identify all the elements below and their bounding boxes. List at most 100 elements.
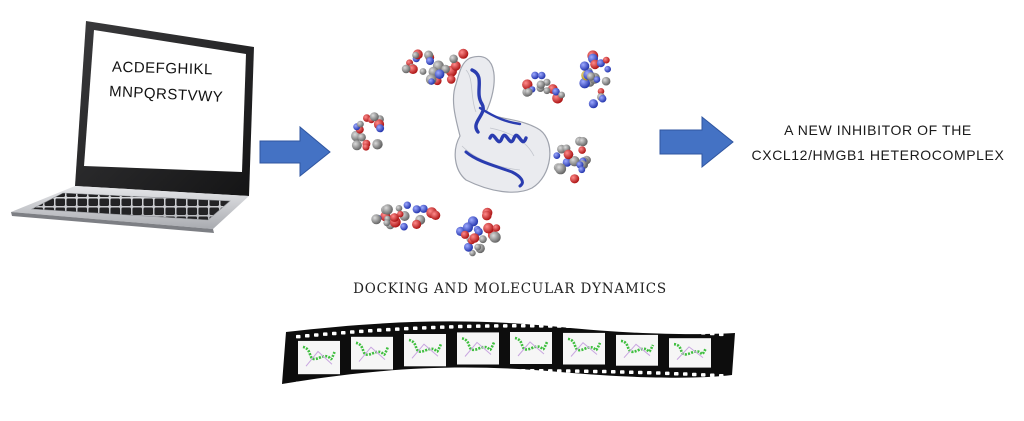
ligand-atom xyxy=(593,76,601,83)
ligand-atom xyxy=(419,68,427,75)
sprocket-hole xyxy=(683,329,688,334)
ligand-atom xyxy=(462,222,473,233)
ligand-atom xyxy=(419,204,428,213)
ligand-atom xyxy=(357,120,364,128)
sprocket-hole xyxy=(656,328,661,332)
sprocket-hole xyxy=(458,324,463,329)
ligand-atom xyxy=(482,210,492,221)
sprocket-hole xyxy=(602,369,607,374)
sprocket-hole xyxy=(629,370,634,374)
ligand-atom xyxy=(362,143,370,151)
sprocket-hole xyxy=(557,324,562,328)
sprocket-hole xyxy=(611,370,616,374)
sprocket-hole xyxy=(323,332,328,336)
ligand-atom xyxy=(428,78,435,85)
ligand-atom xyxy=(469,233,480,243)
ligand-atom xyxy=(479,235,487,244)
ligand-atom xyxy=(390,213,399,222)
sprocket-hole xyxy=(341,331,346,335)
sprocket-hole xyxy=(503,324,508,328)
md-frame xyxy=(351,336,393,370)
ligand-atom xyxy=(434,69,445,79)
docking-caption: DOCKING AND MOLECULAR DYNAMICS xyxy=(353,281,667,297)
sprocket-hole xyxy=(467,324,472,329)
sprocket-hole xyxy=(512,324,517,328)
sprocket-hole xyxy=(530,369,535,373)
ligand-atom xyxy=(376,124,385,133)
sprocket-hole xyxy=(485,369,490,373)
sprocket-hole xyxy=(557,369,562,373)
ligand-atom xyxy=(372,140,382,150)
ligand-atom xyxy=(464,242,473,252)
sprocket-hole xyxy=(485,324,490,328)
ligand-atom xyxy=(570,174,580,184)
ligand-atom xyxy=(408,64,418,74)
sprocket-hole xyxy=(593,325,598,329)
sprocket-hole xyxy=(440,325,445,329)
sprocket-hole xyxy=(359,329,364,334)
ligand-atom xyxy=(397,210,404,218)
md-frame xyxy=(510,332,552,364)
sprocket-hole xyxy=(701,331,706,335)
sprocket-hole xyxy=(422,326,427,330)
sprocket-hole xyxy=(566,324,571,328)
ligand-atom xyxy=(474,243,482,251)
sprocket-hole xyxy=(386,373,391,377)
ligand-atom xyxy=(357,133,366,142)
ligand-atom xyxy=(395,205,403,212)
sprocket-hole xyxy=(602,325,607,329)
right-arrow-icon xyxy=(259,125,331,178)
sprocket-hole xyxy=(368,374,373,379)
sprocket-hole xyxy=(332,331,337,336)
ligand-atom xyxy=(451,61,461,71)
result-line-1: A NEW INHIBITOR OF THE xyxy=(784,122,972,138)
ligand-atom xyxy=(588,99,599,109)
sprocket-hole xyxy=(548,369,553,373)
sprocket-hole xyxy=(314,379,319,384)
ligand-atom xyxy=(441,64,450,74)
ligand-atom xyxy=(426,57,434,65)
sprocket-hole xyxy=(719,332,724,337)
sprocket-hole xyxy=(386,327,391,332)
ligand-atom xyxy=(578,146,586,154)
protein-structure xyxy=(452,55,551,193)
ligand-atom xyxy=(597,88,605,95)
ligand-atom xyxy=(474,227,483,236)
sprocket-hole xyxy=(494,324,499,328)
sprocket-hole xyxy=(683,372,688,376)
ligand-atom xyxy=(537,71,546,80)
sprocket-hole xyxy=(647,327,652,331)
sprocket-hole xyxy=(431,371,436,375)
ligand-atom xyxy=(524,88,533,97)
sprocket-hole xyxy=(584,324,589,329)
ligand-atom xyxy=(604,65,611,73)
sprocket-hole xyxy=(377,374,382,378)
ligand-atom xyxy=(543,87,551,95)
ligand-atom xyxy=(483,222,494,234)
sprocket-hole xyxy=(458,370,463,374)
sprocket-hole xyxy=(395,327,400,331)
sprocket-hole xyxy=(440,370,445,375)
sprocket-hole xyxy=(476,369,481,373)
sprocket-hole xyxy=(665,328,670,333)
ligand-atom xyxy=(383,219,391,227)
md-film-strip xyxy=(282,321,735,385)
sprocket-hole xyxy=(674,372,679,376)
ligand-atom xyxy=(412,51,419,59)
sprocket-hole xyxy=(494,369,499,373)
sprocket-hole xyxy=(692,330,697,334)
sprocket-hole xyxy=(665,371,670,376)
md-frame xyxy=(404,334,446,367)
md-frame xyxy=(616,334,658,366)
ligand-atom xyxy=(446,75,456,84)
sprocket-hole xyxy=(710,373,715,377)
ligand-atom xyxy=(562,158,572,167)
sprocket-hole xyxy=(476,324,481,328)
sprocket-hole xyxy=(413,326,418,330)
ligand-atom xyxy=(543,78,551,86)
ligand-atom xyxy=(400,222,408,231)
sprocket-hole xyxy=(530,324,535,328)
sprocket-hole xyxy=(341,377,346,381)
ligand-atom xyxy=(351,140,362,151)
ligand-atom xyxy=(458,48,469,59)
